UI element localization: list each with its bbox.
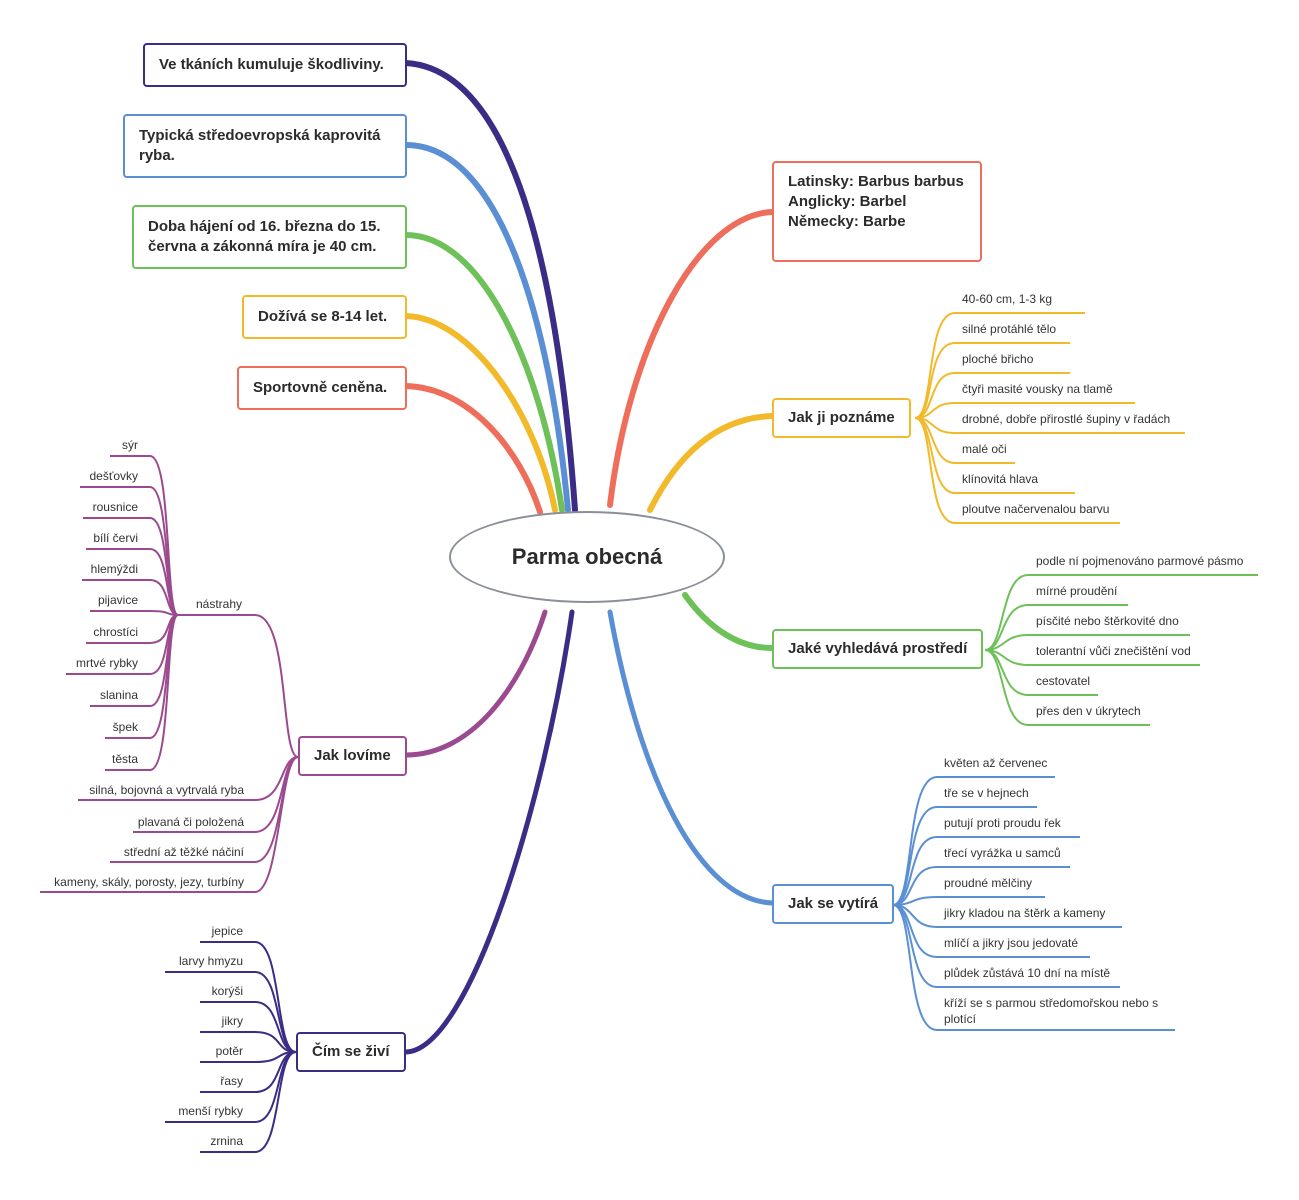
nastraha-item[interactable]: pijavice (97, 593, 138, 607)
zivi-item[interactable]: zrnina (210, 1134, 243, 1148)
vytira-item[interactable]: kříží se s parmou středomořskou nebo s (944, 996, 1159, 1010)
pozname-item[interactable]: 40-60 cm, 1-3 kg (962, 292, 1053, 306)
names-box[interactable]: Latinsky: Barbus barbus Anglicky: Barbel… (772, 161, 982, 262)
vytira-item[interactable]: tře se v hejnech (944, 786, 1029, 800)
prostredi-item[interactable]: cestovatel (1036, 674, 1091, 688)
fact-kaprovita[interactable]: Typická středoevropská kaprovitá ryba. (123, 114, 407, 178)
nastraha-item[interactable]: slanina (99, 688, 138, 702)
name-german: Německy: Barbe (788, 213, 906, 230)
zivi-item[interactable]: larvy hmyzu (178, 954, 243, 968)
pozname-item[interactable]: ploché břicho (962, 352, 1034, 366)
link-fact-blue (403, 142, 571, 513)
nastraha-item[interactable]: rousnice (92, 500, 138, 514)
nastraha-item[interactable]: dešťovky (89, 469, 138, 483)
name-english: Anglicky: Barbel (788, 193, 907, 210)
zivi-item[interactable]: jikry (221, 1014, 243, 1028)
fact-skodliviny[interactable]: Ve tkáních kumuluje škodliviny. (143, 43, 407, 87)
prostredi-item[interactable]: podle ní pojmenováno parmové pásmo (1036, 554, 1244, 568)
link-lovime (403, 609, 548, 758)
pozname-item[interactable]: silné protáhlé tělo (962, 322, 1057, 336)
link-names (607, 209, 775, 508)
zivi-item[interactable]: potěr (215, 1044, 243, 1058)
fact-sportovne[interactable]: Sportovně ceněna. (237, 366, 407, 410)
nastraha-item[interactable]: mrtvé rybky (75, 656, 138, 670)
fact-doziva[interactable]: Dožívá se 8-14 let. (242, 295, 407, 339)
topic-prostredi[interactable]: Jaké vyhledává prostředí (772, 629, 984, 669)
link-prostredi (682, 592, 775, 651)
link-zivi (403, 609, 575, 1055)
link-fact-navy (403, 60, 578, 513)
vytira-item[interactable]: květen až červenec (944, 756, 1048, 770)
lovime-item[interactable]: střední až těžké náčiní (123, 845, 244, 859)
zivi-item[interactable]: jepice (211, 924, 243, 938)
pozname-item[interactable]: ploutve načervenalou barvu (962, 502, 1110, 516)
prostredi-item[interactable]: přes den v úkrytech (1036, 704, 1141, 718)
prostredi-item[interactable]: mírné proudění (1036, 584, 1118, 598)
vytira-item[interactable]: jikry kladou na štěrk a kameny (944, 906, 1106, 920)
pozname-item[interactable]: malé oči (962, 442, 1007, 456)
nastraha-item[interactable]: těsta (111, 752, 138, 766)
nastraha-item[interactable]: špek (112, 720, 138, 734)
topic-zivi[interactable]: Čím se živí (296, 1032, 406, 1072)
pozname-item[interactable]: klínovitá hlava (962, 472, 1039, 486)
lovime-item[interactable]: kameny, skály, porosty, jezy, turbíny (54, 875, 244, 889)
vytira-item[interactable]: plůdek zůstává 10 dní na místě (944, 966, 1111, 980)
pozname-item[interactable]: drobné, dobře přirostlé šupiny v řadách (962, 412, 1171, 426)
nastrahy-label[interactable]: nástrahy (196, 597, 243, 611)
link-fact-red (403, 383, 543, 515)
lovime-item[interactable]: silná, bojovná a vytrvalá ryba (89, 783, 244, 797)
topic-jak-ji-pozname[interactable]: Jak ji poznáme (772, 398, 911, 438)
nastraha-item[interactable]: sýr (122, 438, 138, 452)
zivi-item[interactable]: menší rybky (178, 1104, 243, 1118)
nastraha-item[interactable]: chrostíci (93, 625, 138, 639)
link-fact-green (403, 232, 565, 513)
central-topic[interactable]: Parma obecná (449, 511, 725, 603)
zivi-item[interactable]: řasy (220, 1074, 243, 1088)
nastraha-item[interactable]: bílí červi (93, 531, 138, 545)
prostredi-item[interactable]: písčité nebo štěrkovité dno (1036, 614, 1179, 628)
lovime-item[interactable]: plavaná či položená (137, 815, 244, 829)
name-latin: Latinsky: Barbus barbus (788, 173, 964, 190)
prostredi-item[interactable]: tolerantní vůči znečištění vod (1036, 644, 1191, 658)
vytira-item[interactable]: putují proti proudu řek (944, 816, 1061, 830)
vytira-item[interactable]: mlíčí a jikry jsou jedovaté (944, 936, 1079, 950)
link-fact-orange (403, 313, 558, 513)
vytira-item[interactable]: třecí vyrážka u samců (944, 846, 1061, 860)
link-vytira (607, 609, 775, 906)
vytira-item[interactable]: proudné mělčiny (944, 876, 1033, 890)
nastraha-item[interactable]: hlemýždi (90, 562, 138, 576)
fact-hajeni[interactable]: Doba hájení od 16. března do 15. června … (132, 205, 407, 269)
zivi-item[interactable]: korýši (211, 984, 243, 998)
link-pozname (647, 413, 775, 513)
topic-lovime[interactable]: Jak lovíme (298, 736, 407, 776)
topic-vytira[interactable]: Jak se vytírá (772, 884, 895, 924)
vytira-item-cont[interactable]: plotící (944, 1012, 977, 1026)
pozname-item[interactable]: čtyři masité vousky na tlamě (962, 382, 1113, 396)
